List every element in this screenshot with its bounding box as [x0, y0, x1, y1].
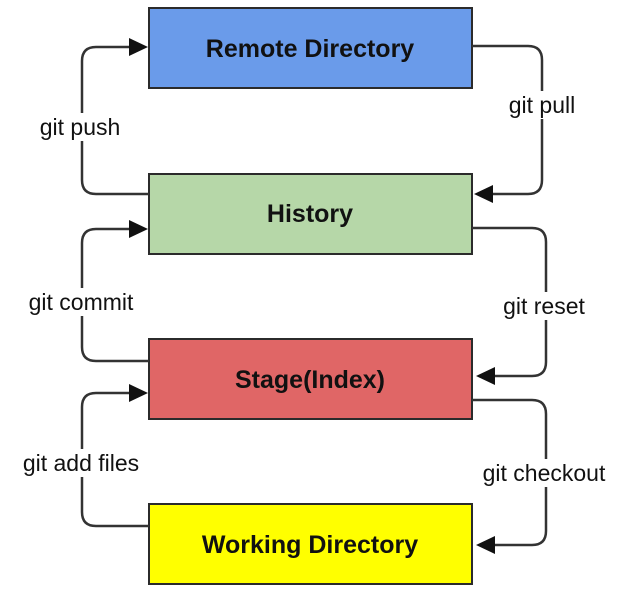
git-add-files-label-bg — [2, 449, 160, 477]
history-node: History — [148, 173, 473, 255]
remote-directory-node: Remote Directory — [148, 7, 473, 89]
git-push-label-bg — [26, 113, 134, 141]
working-directory-node: Working Directory — [148, 503, 473, 585]
git-checkout-label-bg — [461, 459, 627, 487]
history-box — [148, 173, 473, 255]
remote-directory-box — [148, 7, 473, 89]
git-commit-label: git commit — [29, 289, 134, 315]
remote-directory-label: Remote Directory — [206, 35, 414, 63]
stage-index-label: Stage(Index) — [235, 366, 385, 394]
git-checkout-arrowhead — [476, 536, 495, 554]
history-label: History — [267, 200, 353, 228]
git-commit-label-bg — [10, 288, 152, 316]
git-reset-label: git reset — [503, 293, 585, 319]
git-commit-arrowhead — [129, 220, 148, 238]
working-directory-label: Working Directory — [202, 531, 418, 559]
git-pull-connector — [472, 44, 544, 203]
git-add-files-label: git add files — [23, 450, 139, 476]
git-pull-label: git pull — [509, 92, 575, 118]
git-push-label: git push — [40, 114, 121, 140]
working-directory-box — [148, 503, 473, 585]
stage-index-node: Stage(Index) — [148, 338, 473, 420]
git-checkout-label: git checkout — [483, 460, 606, 486]
git-pull-arrowhead — [474, 185, 493, 203]
git-push-arrowhead — [129, 38, 148, 56]
git-pull-label-bg — [494, 91, 590, 119]
git-reset-arrowhead — [476, 367, 495, 385]
git-pull-line — [472, 44, 544, 196]
git-reset-label-bg — [486, 292, 602, 320]
git-add-files-arrowhead — [129, 384, 148, 402]
stage-index-box — [148, 338, 473, 420]
